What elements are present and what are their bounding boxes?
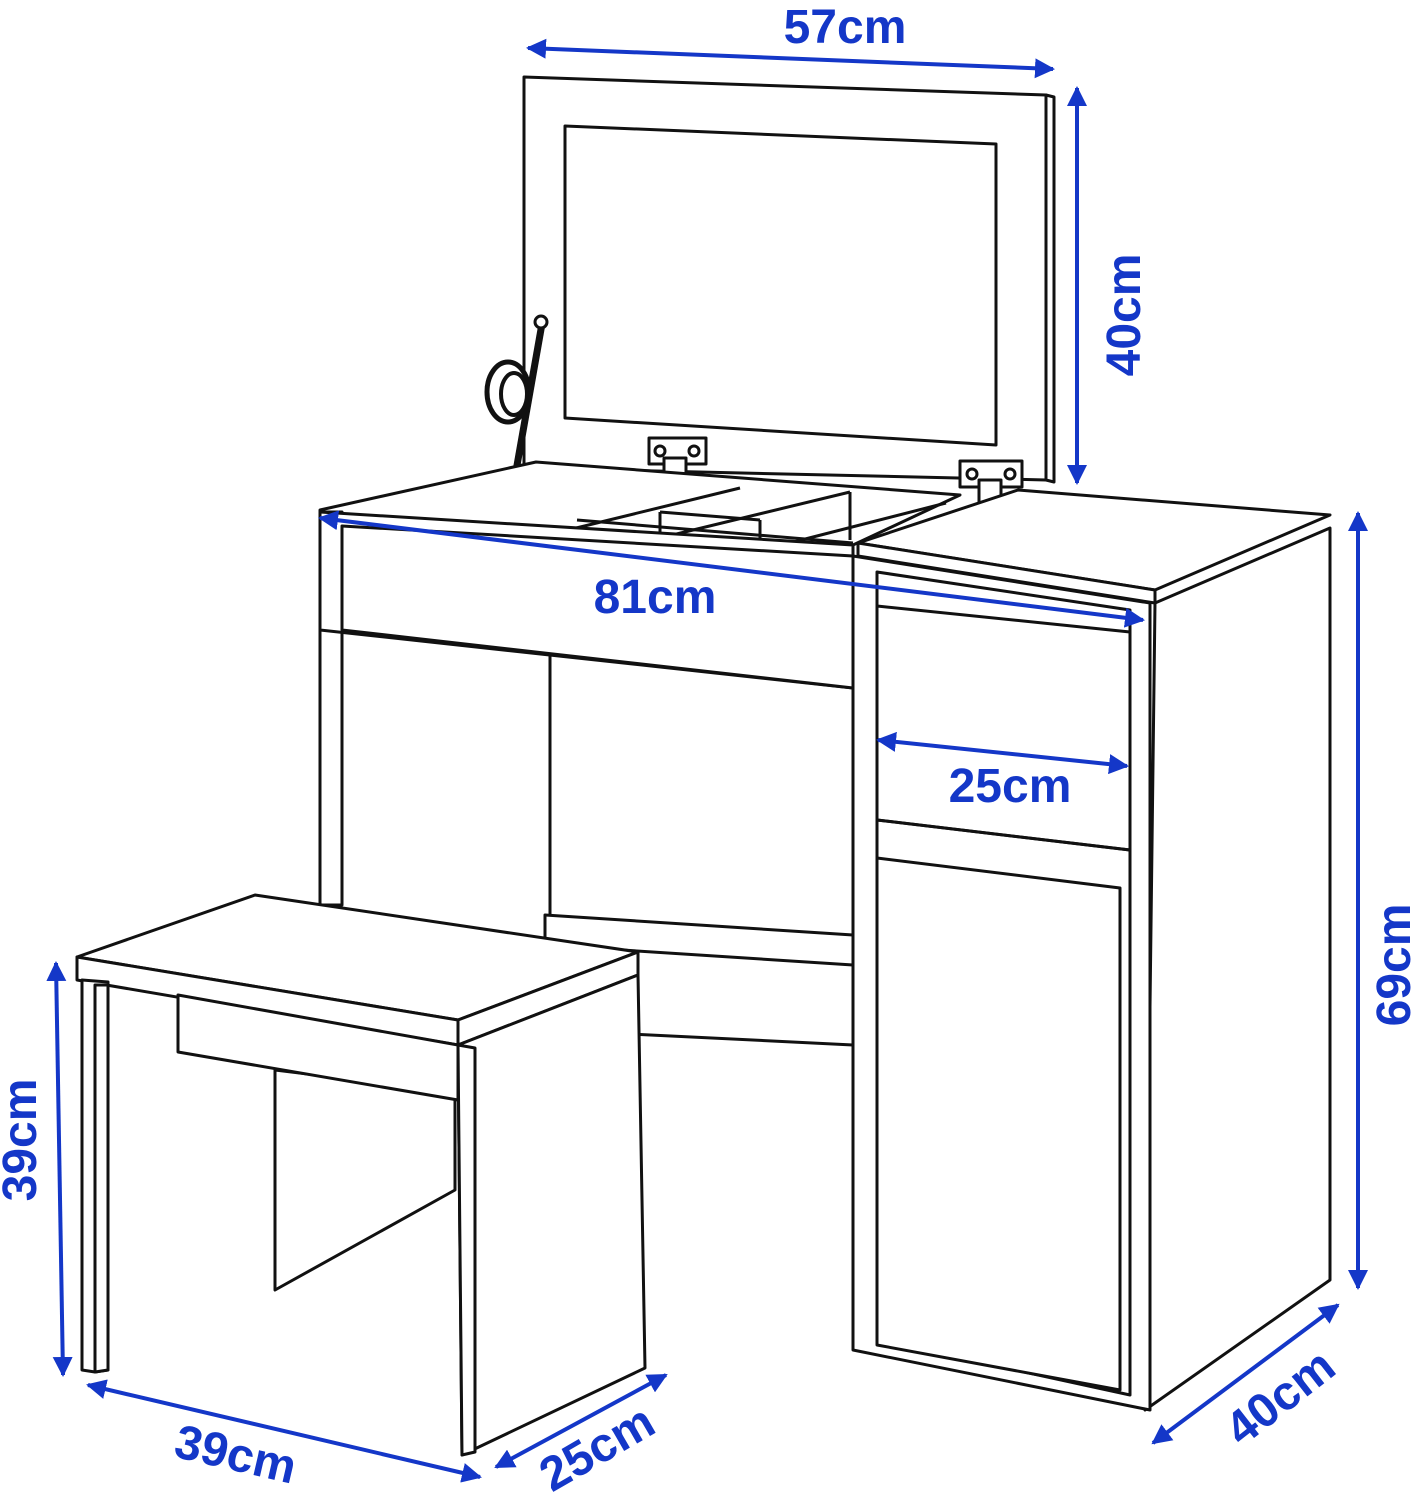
label-mirror-height: 40cm — [1098, 254, 1151, 377]
cabinet-drawer — [875, 604, 1132, 852]
hinge-right-icon — [958, 459, 1024, 506]
dim-mirror-height: 40cm — [1067, 86, 1151, 485]
cabinet-door — [875, 856, 1122, 1392]
stool — [75, 893, 647, 1457]
dim-drawer-width: 25cm — [876, 731, 1129, 813]
label-mirror-width: 57cm — [784, 1, 907, 54]
dim-table-width: 81cm — [318, 510, 1145, 628]
dim-mirror-width: 57cm — [526, 1, 1055, 79]
mirror-lid — [522, 75, 1056, 484]
label-table-depth: 40cm — [1216, 1339, 1345, 1456]
label-table-height: 69cm — [1368, 904, 1416, 1027]
dim-stool-width: 39cm — [86, 1379, 482, 1495]
label-stool-height: 39cm — [0, 1079, 47, 1202]
label-stool-width: 39cm — [170, 1415, 302, 1494]
label-drawer-width: 25cm — [949, 760, 1072, 813]
label-table-width: 81cm — [594, 571, 717, 624]
dim-table-height: 69cm — [1348, 511, 1416, 1290]
dim-stool-height: 39cm — [0, 961, 73, 1377]
mirror-glass — [563, 124, 998, 447]
